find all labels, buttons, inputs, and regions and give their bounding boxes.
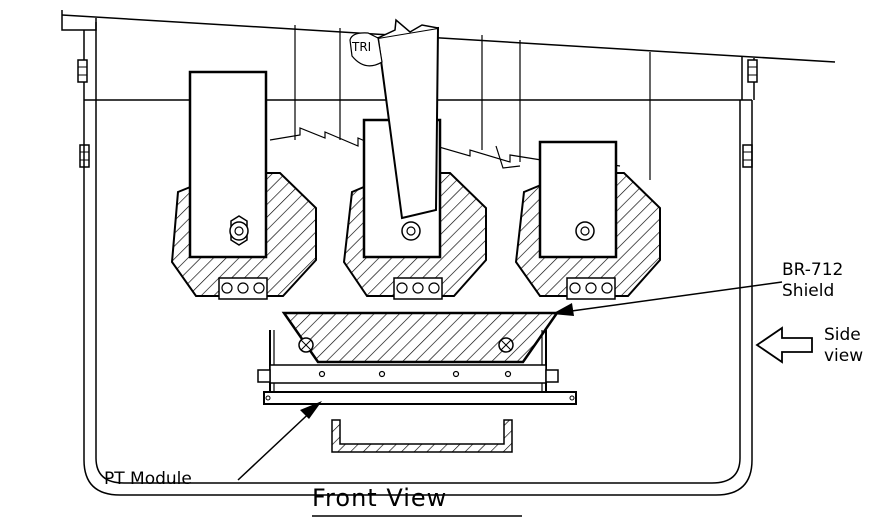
shield-label-line1: BR-712 — [782, 260, 843, 280]
trip-tag: TRI — [349, 32, 383, 67]
view-title: Front View — [312, 484, 447, 512]
hinge-bolt-left-upper — [77, 59, 88, 83]
side-view-label-line1: Side — [824, 325, 861, 345]
side-view-arrow — [755, 326, 813, 364]
pt-module — [257, 330, 577, 405]
bolt-right — [575, 221, 595, 241]
terminal-block-middle — [393, 277, 443, 300]
transformer-left — [170, 70, 317, 300]
bottom-handle — [331, 419, 513, 453]
shield-label-line2: Shield — [782, 281, 834, 301]
trip-tag-text: TRI — [351, 40, 371, 54]
side-view-label-line2: view — [824, 346, 863, 366]
bolt-middle — [401, 221, 421, 241]
terminal-block-left — [218, 277, 268, 300]
transformer-right — [514, 140, 661, 300]
enclosure-top — [61, 10, 836, 100]
shield-leader — [552, 281, 783, 316]
trip-handle — [376, 18, 440, 220]
br-712-shield — [281, 311, 560, 364]
pt-module-leader — [237, 401, 322, 481]
pt-module-label: PT Module — [104, 469, 192, 489]
hinge-bolt-right-lower — [742, 144, 753, 168]
terminal-block-right — [566, 277, 616, 300]
hinge-bolt-right-upper — [747, 59, 758, 83]
bolt-left — [229, 215, 249, 246]
